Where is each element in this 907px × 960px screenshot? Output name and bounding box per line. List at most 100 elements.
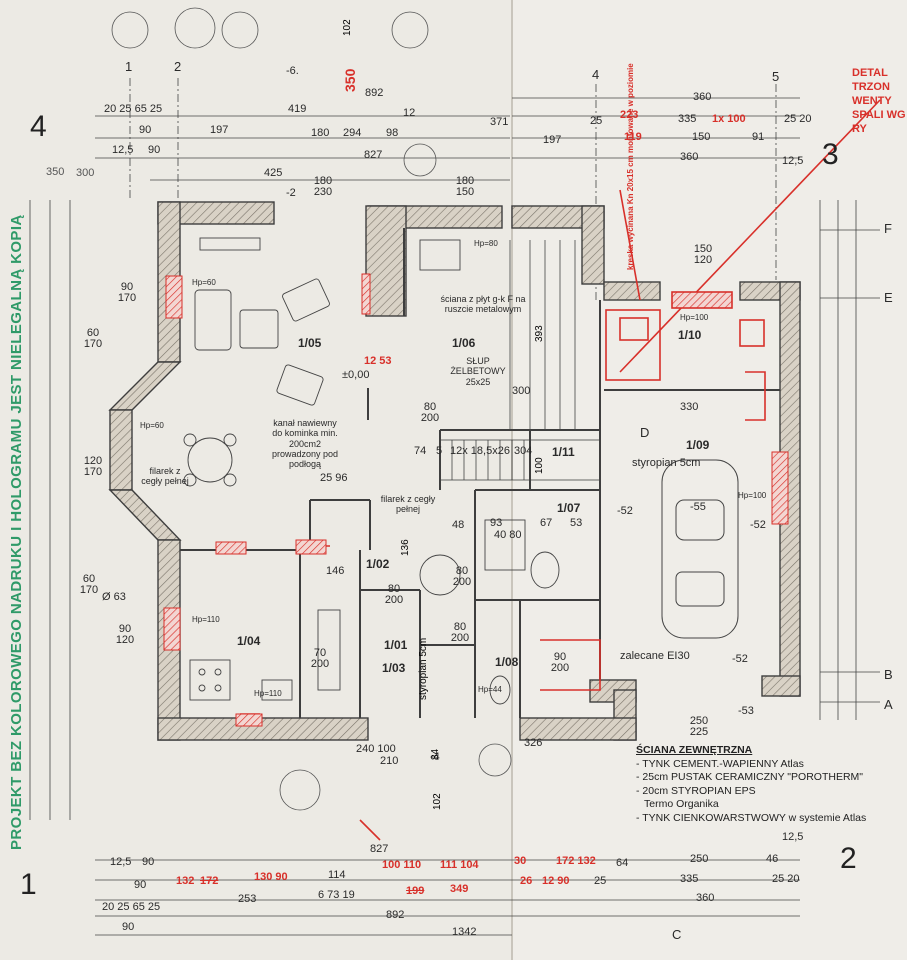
- dim-top-419: 419: [288, 103, 307, 115]
- grid-label-F: F: [884, 221, 892, 236]
- door-90-200: 90 200: [550, 651, 570, 674]
- window-60-170-a: 60 170: [83, 327, 103, 350]
- dim-top-350-red: 350: [342, 68, 358, 92]
- dim-top-25: 25: [590, 115, 603, 127]
- level-52-b: -52: [750, 519, 766, 531]
- dim-top-12: 12: [403, 107, 416, 119]
- dim-bot-349: 349: [450, 883, 469, 895]
- dim-bot-25: 25: [594, 875, 607, 887]
- dim-top-20-25: 20 25 65 25: [104, 103, 163, 115]
- dim-stairs: 12x 18,5x26: [450, 445, 510, 457]
- dim-top-12-5-b: 12,5: [782, 155, 804, 167]
- level-53: -53: [738, 705, 754, 717]
- dim-bot-90-d: 90: [122, 921, 135, 933]
- note-hp80: Hp=80: [474, 239, 498, 248]
- window-150-120: 150 120: [693, 243, 713, 266]
- section-number-2: 2: [840, 842, 857, 875]
- door-80-200-b: 80 200: [452, 565, 472, 588]
- dim-top-300: 300: [76, 167, 95, 179]
- dim-146: 146: [326, 565, 345, 577]
- room-1-05: 1/05: [298, 336, 322, 350]
- dim-93: 93: [490, 517, 503, 529]
- dim-bot-172-132: 172 132: [556, 855, 596, 867]
- level-2: -2: [286, 187, 296, 199]
- room-1-11: 1/11: [552, 445, 575, 459]
- dim-top-98: 98: [386, 127, 399, 139]
- level-4: -4: [430, 751, 440, 763]
- dim-top-360-b: 360: [680, 151, 699, 163]
- dim-top-180-230: 180 230: [313, 175, 333, 198]
- dim-25-96: 25 96: [320, 472, 348, 484]
- door-80-200-d: 80 200: [450, 621, 470, 644]
- dim-top-150: 150: [692, 131, 711, 143]
- note-hp100-b: Hp=100: [738, 491, 767, 500]
- dim-84: 84: [430, 748, 441, 760]
- dimension-lines-top: [95, 78, 800, 300]
- level-car: -55: [690, 501, 706, 513]
- dim-bot-64: 64: [616, 857, 629, 869]
- dim-bot-6-73-19: 6 73 19: [318, 889, 355, 901]
- dim-top-371: 371: [490, 116, 509, 128]
- dim-40-80: 40 80: [494, 529, 522, 541]
- room-1-02: 1/02: [366, 557, 390, 571]
- dim-top-197-b: 197: [543, 134, 562, 146]
- dim-diameter-63: Ø 63: [102, 591, 126, 603]
- room-1-10: 1/10: [678, 328, 702, 342]
- dim-bot-2520: 25 20: [772, 873, 800, 885]
- note-column: SŁUP ŻELBETOWY 25x25: [450, 356, 506, 387]
- legend-title: ŚCIANA ZEWNĘTRZNA: [636, 744, 753, 756]
- dim-bot-250: 250: [690, 853, 709, 865]
- dim-bot-111-104: 111 104: [440, 859, 479, 871]
- dim-304: 304: [514, 445, 533, 457]
- dim-top-102: 102: [342, 19, 353, 36]
- dim-top-294: 294: [343, 127, 362, 139]
- dimension-lines-bottom: [95, 859, 800, 936]
- grid-label-2: 2: [174, 59, 182, 74]
- door-80-200-c: 80 200: [384, 583, 404, 606]
- dim-top-180-150: 180 150: [455, 175, 475, 198]
- grid-label-B: B: [884, 667, 893, 682]
- dim-top-90-b: 90: [148, 144, 161, 156]
- wall-legend: ŚCIANA ZEWNĘTRZNA - TYNK CEMENT.-WAPIENN…: [636, 744, 866, 825]
- handwritten-stairs-note: kreska wycinana Kn 20x15 cm montowane w …: [626, 63, 635, 270]
- dim-12-53: 12 53: [364, 355, 392, 367]
- note-styrofoam-vertical: styropian 5cm: [418, 637, 429, 700]
- window-90-170: 90 170: [117, 281, 137, 304]
- watermark: PROJEKT BEZ KOLOROWEGO NADRUKU I HOLOGRA…: [8, 214, 25, 850]
- note-hp44: Hp=44: [478, 685, 502, 694]
- room-1-04: 1/04: [237, 634, 261, 648]
- dim-74: 74: [414, 445, 427, 457]
- grid-label-E: E: [884, 290, 893, 305]
- dim-top-827: 827: [364, 149, 383, 161]
- door-80-200-a: 80 200: [420, 401, 440, 424]
- dim-bot-12-90: 12 90: [542, 875, 570, 887]
- section-number-3: 3: [822, 138, 839, 171]
- dim-102-bottom: 102: [432, 793, 443, 810]
- grid-label-1: 1: [125, 59, 133, 74]
- dim-bot-130-90: 130 90: [254, 871, 288, 883]
- section-number-1: 1: [20, 868, 37, 901]
- dim-bot-12-5: 12,5: [110, 856, 132, 868]
- dim-bot-1342: 1342: [452, 926, 477, 938]
- note-hp110-a: Hp=110: [192, 615, 220, 624]
- note-pillar-1: filarek z cegły pełnej: [141, 466, 189, 487]
- note-pillar-2: filarek z cegły pełnej: [380, 494, 436, 515]
- dim-top-223: 223: [620, 109, 639, 121]
- room-1-07: 1/07: [557, 501, 581, 515]
- dim-top-91: 91: [752, 131, 765, 143]
- door-70-200: 70 200: [310, 647, 330, 670]
- bathroom-fixtures: [419, 519, 560, 705]
- handwritten-detal-note: DETAL TRZON WENTY SPALI WG RY: [852, 67, 906, 135]
- grid-label-5: 5: [772, 69, 780, 84]
- dim-top-335: 335: [678, 113, 697, 125]
- note-ei30: zalecane EI30: [620, 650, 690, 662]
- dim-top-360: 360: [693, 91, 712, 103]
- dim-bot-90: 90: [142, 856, 155, 868]
- section-number-4: 4: [30, 110, 47, 143]
- grid-label-A: A: [884, 697, 893, 712]
- level-52-c: -52: [732, 653, 748, 665]
- note-styrofoam-garage: styropian 5cm: [632, 457, 701, 469]
- dim-bot-90-c: 90: [134, 879, 147, 891]
- dim-bot-199: 199: [406, 885, 425, 897]
